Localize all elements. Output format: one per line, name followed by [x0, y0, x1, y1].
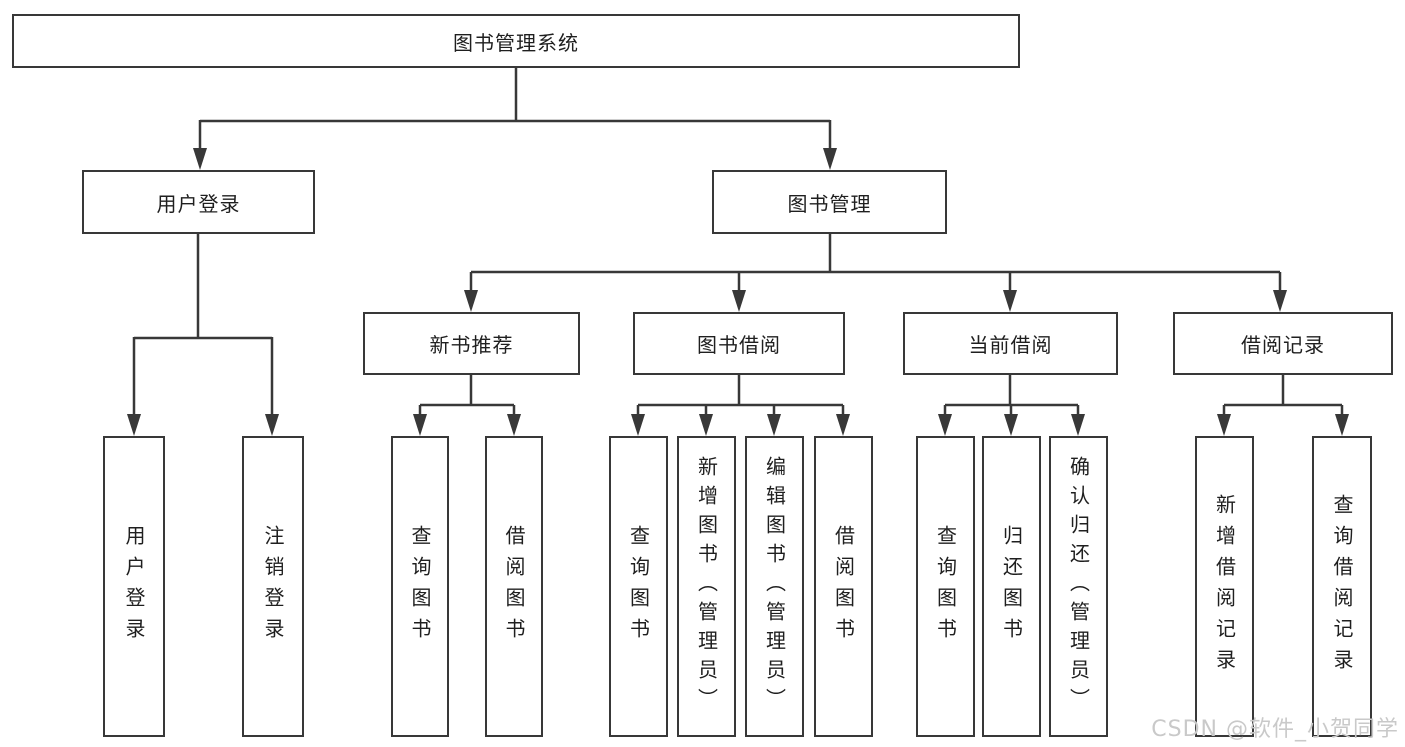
arrowhead: [265, 414, 279, 436]
node-book-borrowing: 图书借阅: [633, 312, 845, 375]
arrowhead: [1217, 414, 1231, 436]
node-new-book-recommend: 新书推荐: [363, 312, 580, 375]
node-user-login: 用户登录: [82, 170, 315, 234]
arrowhead: [823, 148, 837, 170]
arrowhead: [1003, 290, 1017, 312]
connector-new-books-children: [413, 375, 521, 436]
arrowhead: [413, 414, 427, 436]
arrowhead: [836, 414, 850, 436]
leaf-confirm-return-admin: 确认归还（管理员）: [1049, 436, 1108, 737]
arrowhead: [193, 148, 207, 170]
arrowhead: [507, 414, 521, 436]
arrowhead: [767, 414, 781, 436]
arrowhead: [1071, 414, 1085, 436]
leaf-edit-books-admin: 编辑图书（管理员）: [745, 436, 804, 737]
node-root-system: 图书管理系统: [12, 14, 1020, 68]
csdn-watermark: CSDN @软件_小贺同学: [1151, 717, 1399, 742]
leaf-user-login: 用户登录: [103, 436, 165, 737]
arrowhead: [699, 414, 713, 436]
node-current-borrowing: 当前借阅: [903, 312, 1118, 375]
arrowhead: [1335, 414, 1349, 436]
arrowhead: [938, 414, 952, 436]
leaf-query-borrow-record: 查询借阅记录: [1312, 436, 1372, 737]
node-borrow-records: 借阅记录: [1173, 312, 1393, 375]
connector-root-to-level2: [193, 68, 837, 170]
leaf-borrow-books-recommend: 借阅图书: [485, 436, 543, 737]
leaf-borrow-books-borrowing: 借阅图书: [814, 436, 873, 737]
leaf-logout: 注销登录: [242, 436, 304, 737]
leaf-add-borrow-record: 新增借阅记录: [1195, 436, 1254, 737]
connector-book-mgmt-children: [464, 234, 1287, 312]
connector-user-login-children: [127, 234, 279, 436]
arrowhead: [127, 414, 141, 436]
arrowhead: [1004, 414, 1018, 436]
arrowhead: [631, 414, 645, 436]
connector-borrow-records-children: [1217, 375, 1349, 436]
connector-current-borrowing-children: [938, 375, 1085, 436]
leaf-return-books: 归还图书: [982, 436, 1041, 737]
connector-book-borrowing-children: [631, 375, 850, 436]
arrowhead: [1273, 290, 1287, 312]
leaf-query-books-borrowing: 查询图书: [609, 436, 668, 737]
arrowhead: [732, 290, 746, 312]
leaf-add-books-admin: 新增图书（管理员）: [677, 436, 736, 737]
node-book-management: 图书管理: [712, 170, 947, 234]
arrowhead: [464, 290, 478, 312]
leaf-query-books-recommend: 查询图书: [391, 436, 449, 737]
leaf-query-books-current: 查询图书: [916, 436, 975, 737]
